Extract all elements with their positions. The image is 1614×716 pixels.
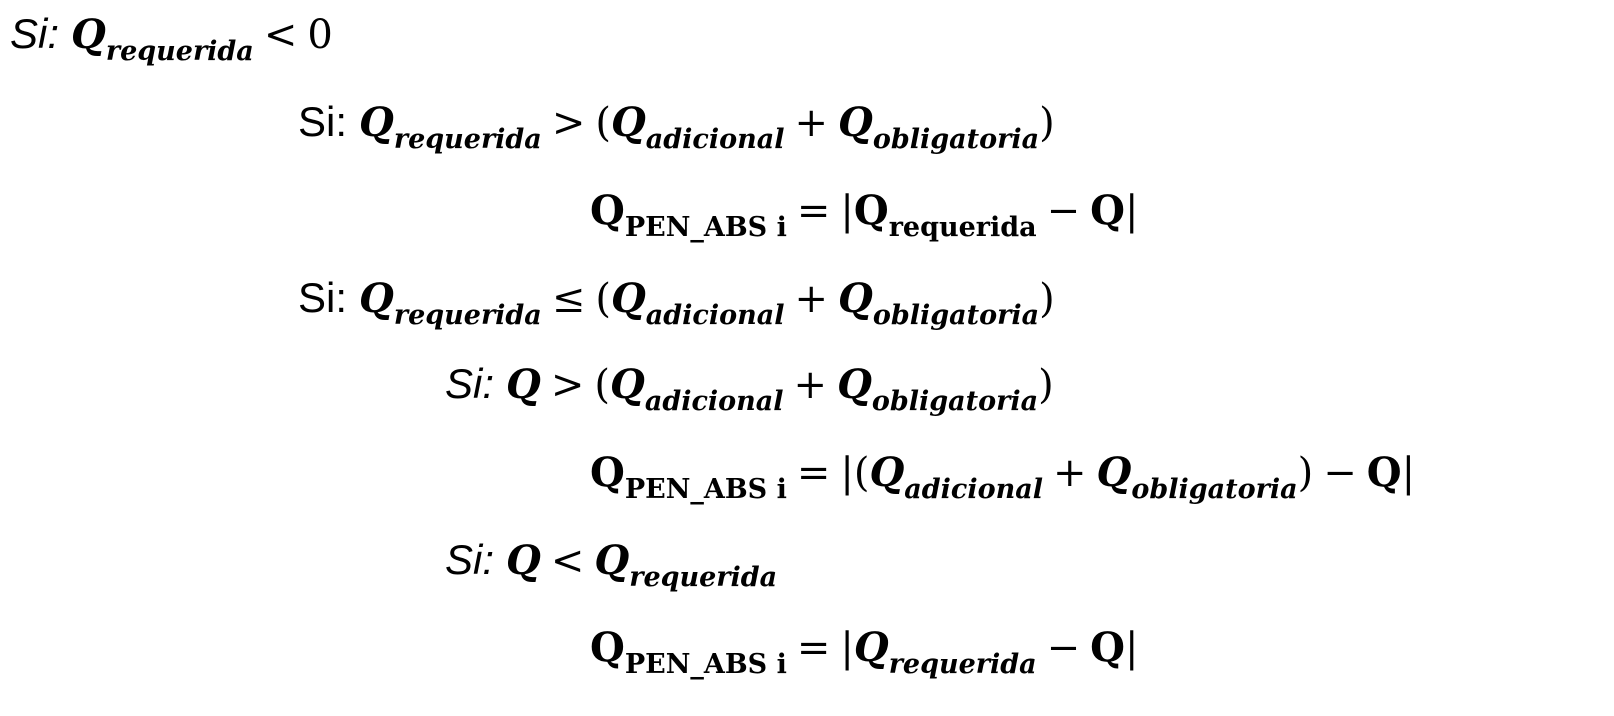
math-symbol: (	[595, 100, 611, 146]
subscript: requerida	[888, 649, 1037, 680]
math-symbol: +	[1053, 450, 1087, 496]
math-symbol: Q	[610, 275, 646, 322]
math-symbol: −	[1046, 188, 1081, 234]
math-symbol: |	[840, 625, 854, 671]
math-symbol: Q	[853, 187, 889, 234]
math-symbol: Q	[853, 624, 889, 671]
math-symbol: |	[840, 188, 854, 234]
subscript: adicional	[904, 474, 1044, 505]
math-symbol: Q	[837, 361, 872, 408]
math-symbol: Q	[1090, 624, 1125, 671]
math-symbol: =	[796, 450, 831, 496]
math-symbol: −	[1046, 625, 1081, 671]
math-symbol: <	[550, 538, 585, 584]
math-symbol: )	[1039, 100, 1055, 146]
math-symbol: Q	[1366, 449, 1402, 496]
condition-label: Si:	[298, 98, 348, 145]
math-symbol: )	[1039, 276, 1055, 322]
math-symbol: Q	[838, 275, 873, 322]
math-symbol: >	[551, 100, 586, 146]
math-symbol: Q	[359, 275, 394, 322]
math-symbol: Q	[609, 361, 645, 408]
formula-line-6: QPEN_ABS i=|(Qadicional+Qobligatoria)−Q|	[590, 449, 1416, 504]
math-symbol: +	[793, 362, 828, 408]
math-symbol: ≤	[551, 276, 586, 322]
math-symbol: Q	[594, 537, 630, 584]
math-symbol: >	[550, 362, 585, 408]
condition-label: Si:	[445, 536, 495, 583]
subscript: adicional	[645, 124, 785, 155]
math-symbol: |(	[840, 450, 870, 496]
math-symbol: Q	[1096, 449, 1132, 496]
math-symbol: +	[794, 100, 829, 146]
math-symbol: 0	[307, 12, 333, 58]
formula-line-4: Si:Qrequerida≤(Qadicional+Qobligatoria)	[298, 274, 1055, 330]
math-symbol: +	[794, 276, 829, 322]
math-symbol: )	[1297, 450, 1314, 496]
math-symbol: Q	[838, 99, 873, 146]
condition-label: Si:	[298, 274, 348, 321]
subscript: requerida	[629, 562, 778, 593]
math-symbol: Q	[506, 361, 541, 408]
math-symbol: Q	[610, 99, 646, 146]
math-symbol: Q	[590, 624, 625, 671]
subscript: obligatoria	[1131, 474, 1298, 505]
subscript: requerida	[888, 212, 1037, 243]
math-symbol: Q	[590, 449, 625, 496]
math-symbol: )	[1038, 362, 1054, 408]
math-symbol: Q	[359, 99, 394, 146]
math-symbol: Q	[1090, 187, 1125, 234]
math-symbol: Q	[590, 187, 625, 234]
math-symbol: |	[1125, 625, 1139, 671]
math-symbol: Q	[869, 449, 905, 496]
math-symbol: <	[263, 12, 298, 58]
condition-label: Si:	[10, 10, 60, 57]
formula-line-2: Si:Qrequerida>(Qadicional+Qobligatoria)	[298, 98, 1055, 154]
subscript: requerida	[393, 300, 542, 331]
subscript: adicional	[645, 300, 785, 331]
math-symbol: =	[796, 188, 831, 234]
math-symbol: =	[796, 625, 831, 671]
math-symbol: Q	[71, 11, 106, 58]
subscript: obligatoria	[872, 124, 1040, 155]
formula-line-8: QPEN_ABS i=|Qrequerida−Q|	[590, 624, 1139, 679]
math-symbol: −	[1323, 450, 1357, 496]
formula-line-7: Si:Q<Qrequerida	[445, 536, 777, 592]
math-symbol: Q	[506, 537, 541, 584]
subscript: requerida	[105, 36, 254, 67]
formula-line-1: Si:Qrequerida <0	[10, 10, 333, 66]
subscript: PEN_ABS i	[624, 474, 787, 505]
subscript: PEN_ABS i	[624, 212, 787, 243]
math-symbol: |	[1401, 450, 1416, 496]
subscript: obligatoria	[872, 300, 1040, 331]
condition-label: Si:	[445, 360, 495, 407]
subscript: PEN_ABS i	[624, 649, 787, 680]
subscript: obligatoria	[871, 386, 1039, 417]
formula-line-3: QPEN_ABS i=|Qrequerida−Q|	[590, 187, 1139, 242]
math-symbol: |	[1125, 188, 1139, 234]
subscript: requerida	[393, 124, 542, 155]
subscript: adicional	[644, 386, 784, 417]
math-symbol: (	[594, 362, 610, 408]
formula-line-5: Si:Q>(Qadicional+Qobligatoria)	[445, 360, 1054, 416]
math-symbol: (	[595, 276, 611, 322]
